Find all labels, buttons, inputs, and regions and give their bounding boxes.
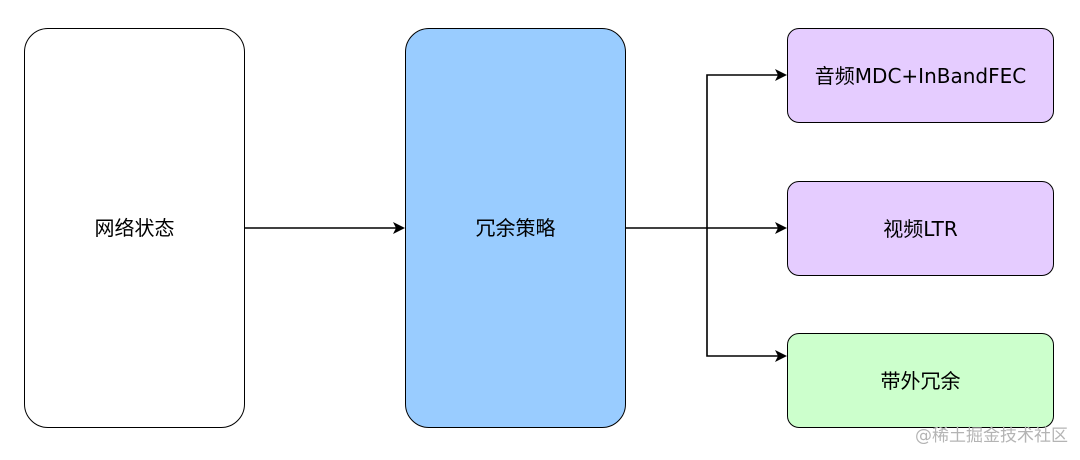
redundancy-strategy-label: 冗余策略 [475,216,556,240]
network-state-label: 网络状态 [94,216,175,240]
audio-mdc-inbandfec-node: 音频MDC+InBandFEC [787,28,1054,123]
edge-strategy-to-audio [626,69,787,229]
out-of-band-redundancy-node: 带外冗余 [787,333,1054,428]
redundancy-strategy-node: 冗余策略 [405,28,626,428]
watermark: @稀土掘金技术社区 [915,426,1068,446]
video-ltr-node: 视频LTR [787,181,1054,276]
audio-mdc-inbandfec-label: 音频MDC+InBandFEC [814,63,1027,88]
edge-strategy-to-out-of-band [706,228,787,362]
network-state-node: 网络状态 [24,28,245,428]
video-ltr-label: 视频LTR [883,216,958,241]
out-of-band-redundancy-label: 带外冗余 [880,368,961,393]
